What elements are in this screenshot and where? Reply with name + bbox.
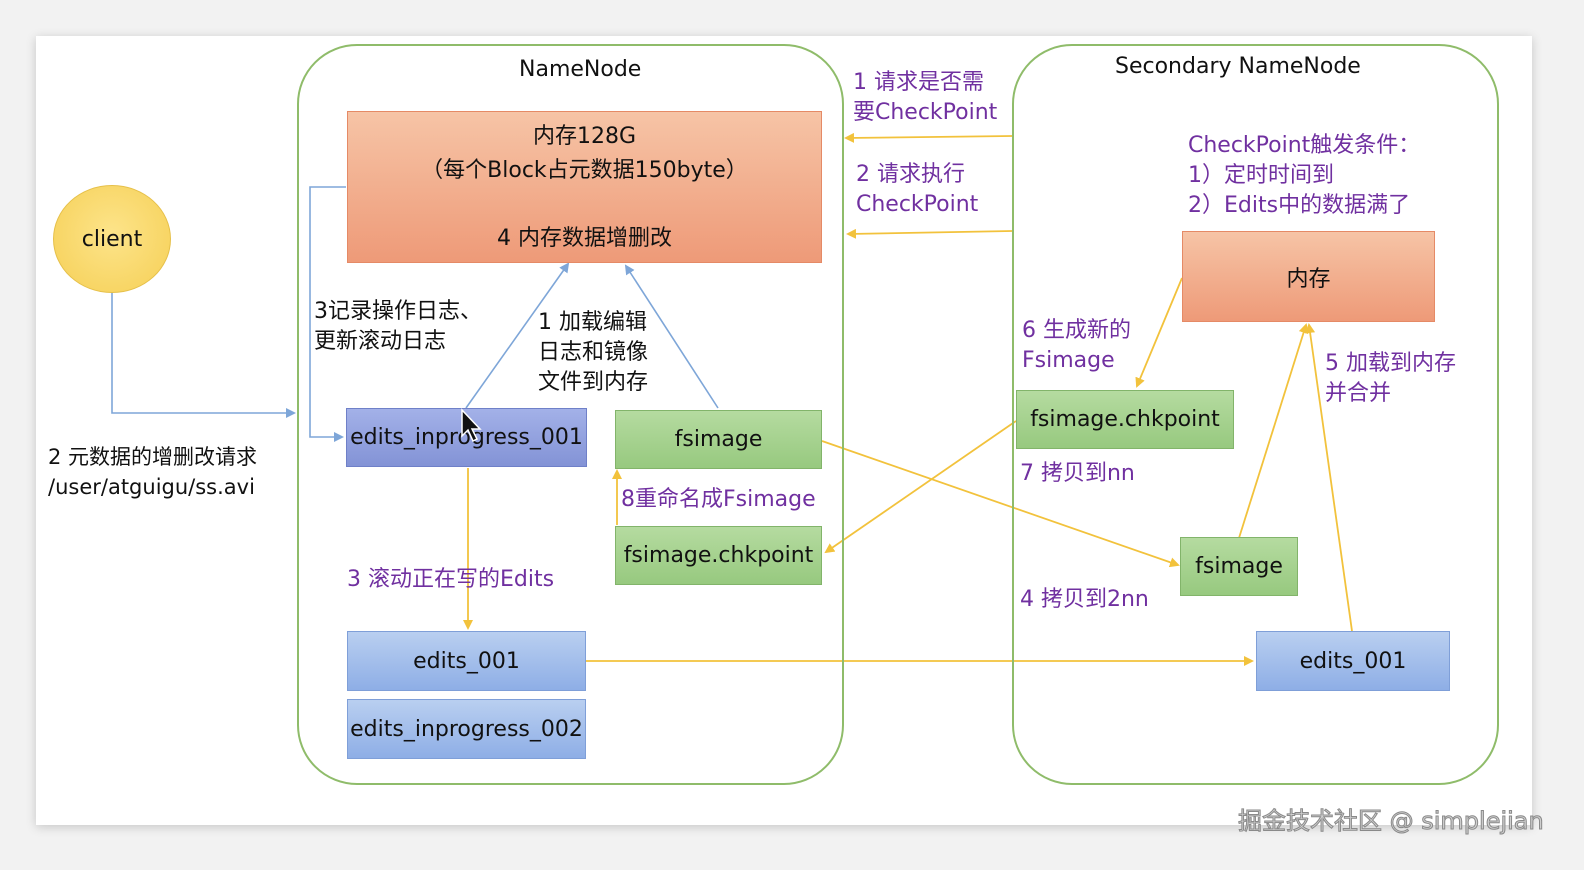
load-fsimage-2nn-arrow	[1238, 323, 1309, 539]
namenode-edits-001-box: edits_001	[347, 631, 586, 691]
generate-fsimage-arrow	[1135, 277, 1183, 388]
secondary-memory-box: 内存	[1182, 231, 1435, 322]
secondary-namenode-group	[1012, 44, 1499, 785]
copy-2nn-label: 4 拷贝到2nn	[1020, 587, 1149, 612]
rename-label: 8重命名成Fsimage	[621, 487, 816, 512]
namenode-title: NameNode	[519, 57, 642, 82]
trigger-label-line2: 1）定时时间到	[1188, 163, 1334, 188]
copy-nn-label: 7 拷贝到nn	[1020, 461, 1135, 486]
memory-size-label: 内存128G	[532, 124, 637, 149]
load-edits-arrow	[465, 262, 570, 409]
ask-label-line1: 1 请求是否需	[853, 70, 984, 95]
generate-label-line1: 6 生成新的	[1022, 318, 1131, 343]
log-label-line2: 更新滚动日志	[314, 329, 447, 354]
trigger-label-line1: CheckPoint触发条件：	[1188, 133, 1421, 158]
exec-checkpoint-arrow	[846, 228, 1013, 239]
edits-inprogress-002-box: edits_inprogress_002	[347, 699, 586, 759]
edits-inprogress-001-box: edits_inprogress_001	[346, 408, 587, 467]
load-fsimage-arrow	[624, 264, 719, 409]
namenode-memory-box: 内存128G （每个Block占元数据150byte） 4 内存数据增删改	[347, 111, 822, 263]
namenode-fsimage-chkpoint-box: fsimage.chkpoint	[615, 526, 822, 585]
namenode-fsimage-box: fsimage	[615, 410, 822, 469]
exec-label-line2: CheckPoint	[856, 192, 979, 217]
merge-label-line1: 5 加载到内存	[1325, 351, 1456, 376]
load-label-line1: 1 加载编辑	[538, 310, 647, 335]
load-edits-2nn-arrow	[1305, 323, 1353, 632]
memory-block-label: （每个Block占元数据150byte）	[421, 158, 748, 183]
generate-label-line2: Fsimage	[1022, 348, 1115, 373]
ask-label-line2: 要CheckPoint	[853, 100, 998, 125]
secondary-fsimage-box: fsimage	[1180, 537, 1298, 596]
load-label-line3: 文件到内存	[538, 370, 649, 395]
client-request-arrow	[111, 291, 296, 418]
merge-label-line2: 并合并	[1325, 381, 1392, 406]
log-label-line1: 3记录操作日志、	[314, 299, 482, 324]
roll-label: 3 滚动正在写的Edits	[347, 567, 555, 592]
secondary-edits-001-box: edits_001	[1256, 631, 1450, 691]
trigger-label-line3: 2）Edits中的数据满了	[1188, 193, 1411, 218]
secondary-fsimage-chkpoint-box: fsimage.chkpoint	[1016, 390, 1234, 449]
namenode-group	[297, 44, 844, 785]
copy-chkpoint-arrow	[824, 420, 1017, 554]
request-label-line1: 2 元数据的增删改请求	[48, 445, 258, 469]
exec-label-line1: 2 请求执行	[856, 162, 965, 187]
log-update-arrow	[309, 186, 346, 442]
watermark: 掘金技术社区 @ simplejian	[1238, 807, 1545, 836]
copy-fsimage-arrow	[821, 440, 1180, 568]
client-node: client	[53, 185, 171, 293]
mouse-cursor-icon	[461, 408, 482, 443]
secondary-namenode-title: Secondary NameNode	[1115, 54, 1361, 79]
ask-checkpoint-arrow	[844, 132, 1013, 143]
request-label-line2: /user/atguigu/ss.avi	[48, 475, 255, 499]
memory-crud-label: 4 内存数据增删改	[497, 226, 672, 251]
load-label-line2: 日志和镜像	[538, 340, 649, 365]
